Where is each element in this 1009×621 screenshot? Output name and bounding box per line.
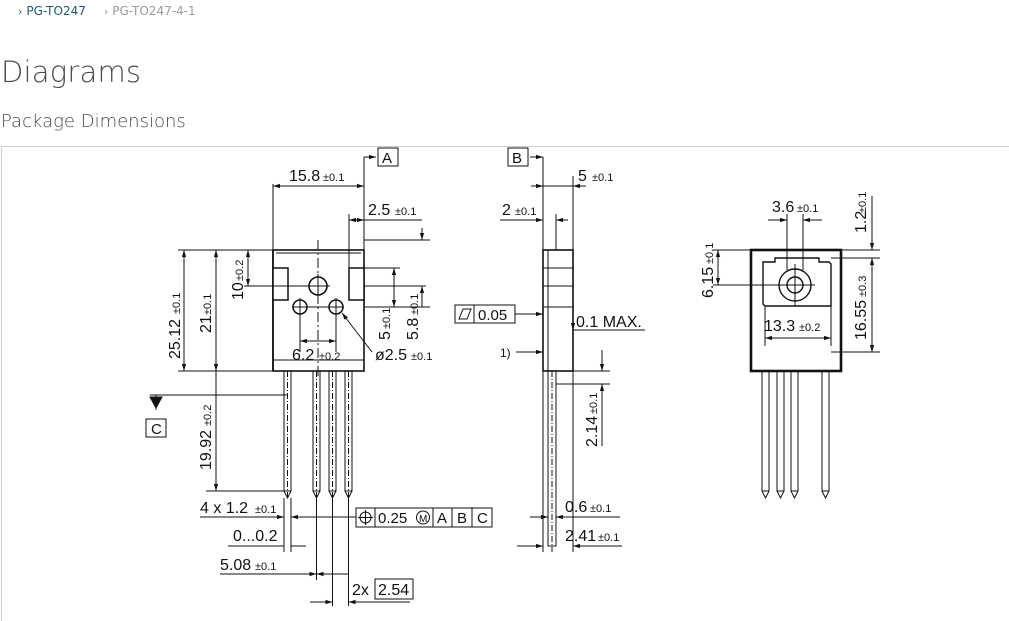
breadcrumb-item-variant[interactable]: › PG-TO247-4-1 bbox=[104, 4, 196, 18]
dim-5-8: 5.8 bbox=[405, 318, 422, 340]
dim-side-5-tol: ±0.1 bbox=[592, 172, 613, 184]
front-notch-left bbox=[272, 267, 289, 301]
breadcrumb: › PG-TO247 › PG-TO247-4-1 bbox=[18, 4, 196, 18]
pitch-basic-box bbox=[374, 578, 414, 600]
dim-2-14-tol: ±0.1 bbox=[588, 393, 600, 414]
dim-5-08: 5.08 bbox=[220, 557, 251, 574]
chevron-right-icon: › bbox=[103, 4, 109, 18]
dim-1-2-tol: ±0.1 bbox=[857, 192, 869, 213]
dim-13-3: 13.3 bbox=[764, 318, 795, 335]
front-view bbox=[145, 147, 493, 606]
mmc-modifier-icon bbox=[416, 510, 430, 525]
dim-2-5: 2.5 bbox=[368, 202, 390, 219]
flatness-icon bbox=[458, 308, 472, 320]
dim-21: 21 bbox=[198, 315, 215, 333]
datum-b-label: B bbox=[512, 150, 522, 167]
note-1: 1) bbox=[500, 346, 511, 360]
datum-a-label: A bbox=[382, 150, 392, 167]
dim-1-2: 1.2 bbox=[853, 211, 870, 233]
front-notch-right bbox=[348, 267, 365, 301]
breadcrumb-item-package[interactable]: › PG-TO247 bbox=[18, 4, 86, 18]
section-title: Package Dimensions bbox=[1, 111, 186, 132]
dim-16-55: 16.55 bbox=[853, 300, 870, 340]
dim-2-41-tol: ±0.1 bbox=[598, 532, 619, 544]
dim-25-12-tol: ±0.1 bbox=[171, 293, 183, 314]
dim-16-55-tol: ±0.3 bbox=[857, 276, 869, 297]
dim-5-tol: ±0.1 bbox=[381, 308, 393, 329]
back-view bbox=[713, 196, 880, 500]
tol-frame-datum-c: C bbox=[477, 510, 488, 527]
breadcrumb-label: PG-TO247-4-1 bbox=[112, 4, 196, 18]
dim-3-6-tol: ±0.1 bbox=[797, 203, 818, 215]
dim-hole-tol: ±0.1 bbox=[411, 351, 432, 363]
dim-2-14: 2.14 bbox=[584, 416, 601, 447]
dim-2-41: 2.41 bbox=[565, 528, 596, 545]
dim-6-2-tol: ±0.2 bbox=[319, 351, 340, 363]
dim-max: 0.1 MAX. bbox=[576, 314, 642, 331]
dim-5-8-tol: ±0.1 bbox=[409, 294, 421, 315]
dim-pitch-prefix: 2x bbox=[352, 582, 369, 599]
dim-25-12: 25.12 bbox=[167, 319, 184, 359]
dim-5-08-tol: ±0.1 bbox=[255, 561, 276, 573]
dim-6-15: 6.15 bbox=[700, 267, 717, 298]
dim-0-6-tol: ±0.1 bbox=[590, 503, 611, 515]
datum-c-label: C bbox=[151, 421, 162, 438]
dim-6-15-tol: ±0.1 bbox=[704, 243, 716, 264]
dim-lead-offset: 0...0.2 bbox=[233, 528, 278, 545]
chevron-right-icon: › bbox=[18, 4, 23, 18]
dim-2-54: 2.54 bbox=[378, 582, 409, 599]
flatness-value: 0.05 bbox=[478, 307, 507, 324]
dim-5: 5 bbox=[377, 331, 394, 340]
tolerance-frame bbox=[355, 507, 493, 528]
datum-a-box bbox=[377, 147, 399, 167]
dim-3-6: 3.6 bbox=[772, 199, 794, 216]
tol-frame-datum-b: B bbox=[457, 510, 467, 527]
back-heatsink-pad bbox=[762, 257, 832, 307]
back-leads bbox=[761, 370, 830, 500]
dim-10-tol: ±0.2 bbox=[234, 260, 246, 281]
dim-10: 10 bbox=[230, 282, 247, 300]
dim-lead-width: 4 x 1.2 bbox=[200, 500, 248, 517]
dim-side-2-tol: ±0.1 bbox=[515, 206, 536, 218]
tol-frame-datum-a: A bbox=[437, 510, 447, 527]
dim-15-8: 15.8 bbox=[289, 168, 320, 185]
front-leads bbox=[283, 370, 353, 500]
dim-19-92-tol: ±0.2 bbox=[202, 405, 214, 426]
dim-13-3-tol: ±0.2 bbox=[799, 322, 820, 334]
breadcrumb-label: PG-TO247 bbox=[26, 4, 86, 18]
side-view bbox=[454, 147, 645, 552]
page-title: Diagrams bbox=[1, 55, 142, 89]
tol-frame-value: 0.25 bbox=[378, 510, 407, 527]
dimension-labels: A 15.8 ±0.1 2.5 ±0.1 25.12 ±0.1 21 ±0.1 … bbox=[151, 150, 870, 599]
dim-6-2: 6.2 bbox=[292, 347, 314, 364]
dim-side-5: 5 bbox=[578, 168, 587, 185]
dim-15-8-tol: ±0.1 bbox=[323, 172, 344, 184]
dim-19-92: 19.92 bbox=[198, 430, 215, 470]
dim-hole: ø2.5 bbox=[375, 347, 407, 364]
dim-lead-width-tol: ±0.1 bbox=[255, 504, 276, 516]
datum-c-box bbox=[145, 418, 167, 438]
datum-b-box bbox=[507, 147, 529, 167]
dim-0-6: 0.6 bbox=[565, 499, 587, 516]
dim-side-2: 2 bbox=[502, 202, 511, 219]
diagram-panel bbox=[1, 146, 1009, 621]
dim-2-5-tol: ±0.1 bbox=[395, 206, 416, 218]
mmc-letter: M bbox=[419, 514, 427, 525]
dim-21-tol: ±0.1 bbox=[202, 294, 214, 315]
